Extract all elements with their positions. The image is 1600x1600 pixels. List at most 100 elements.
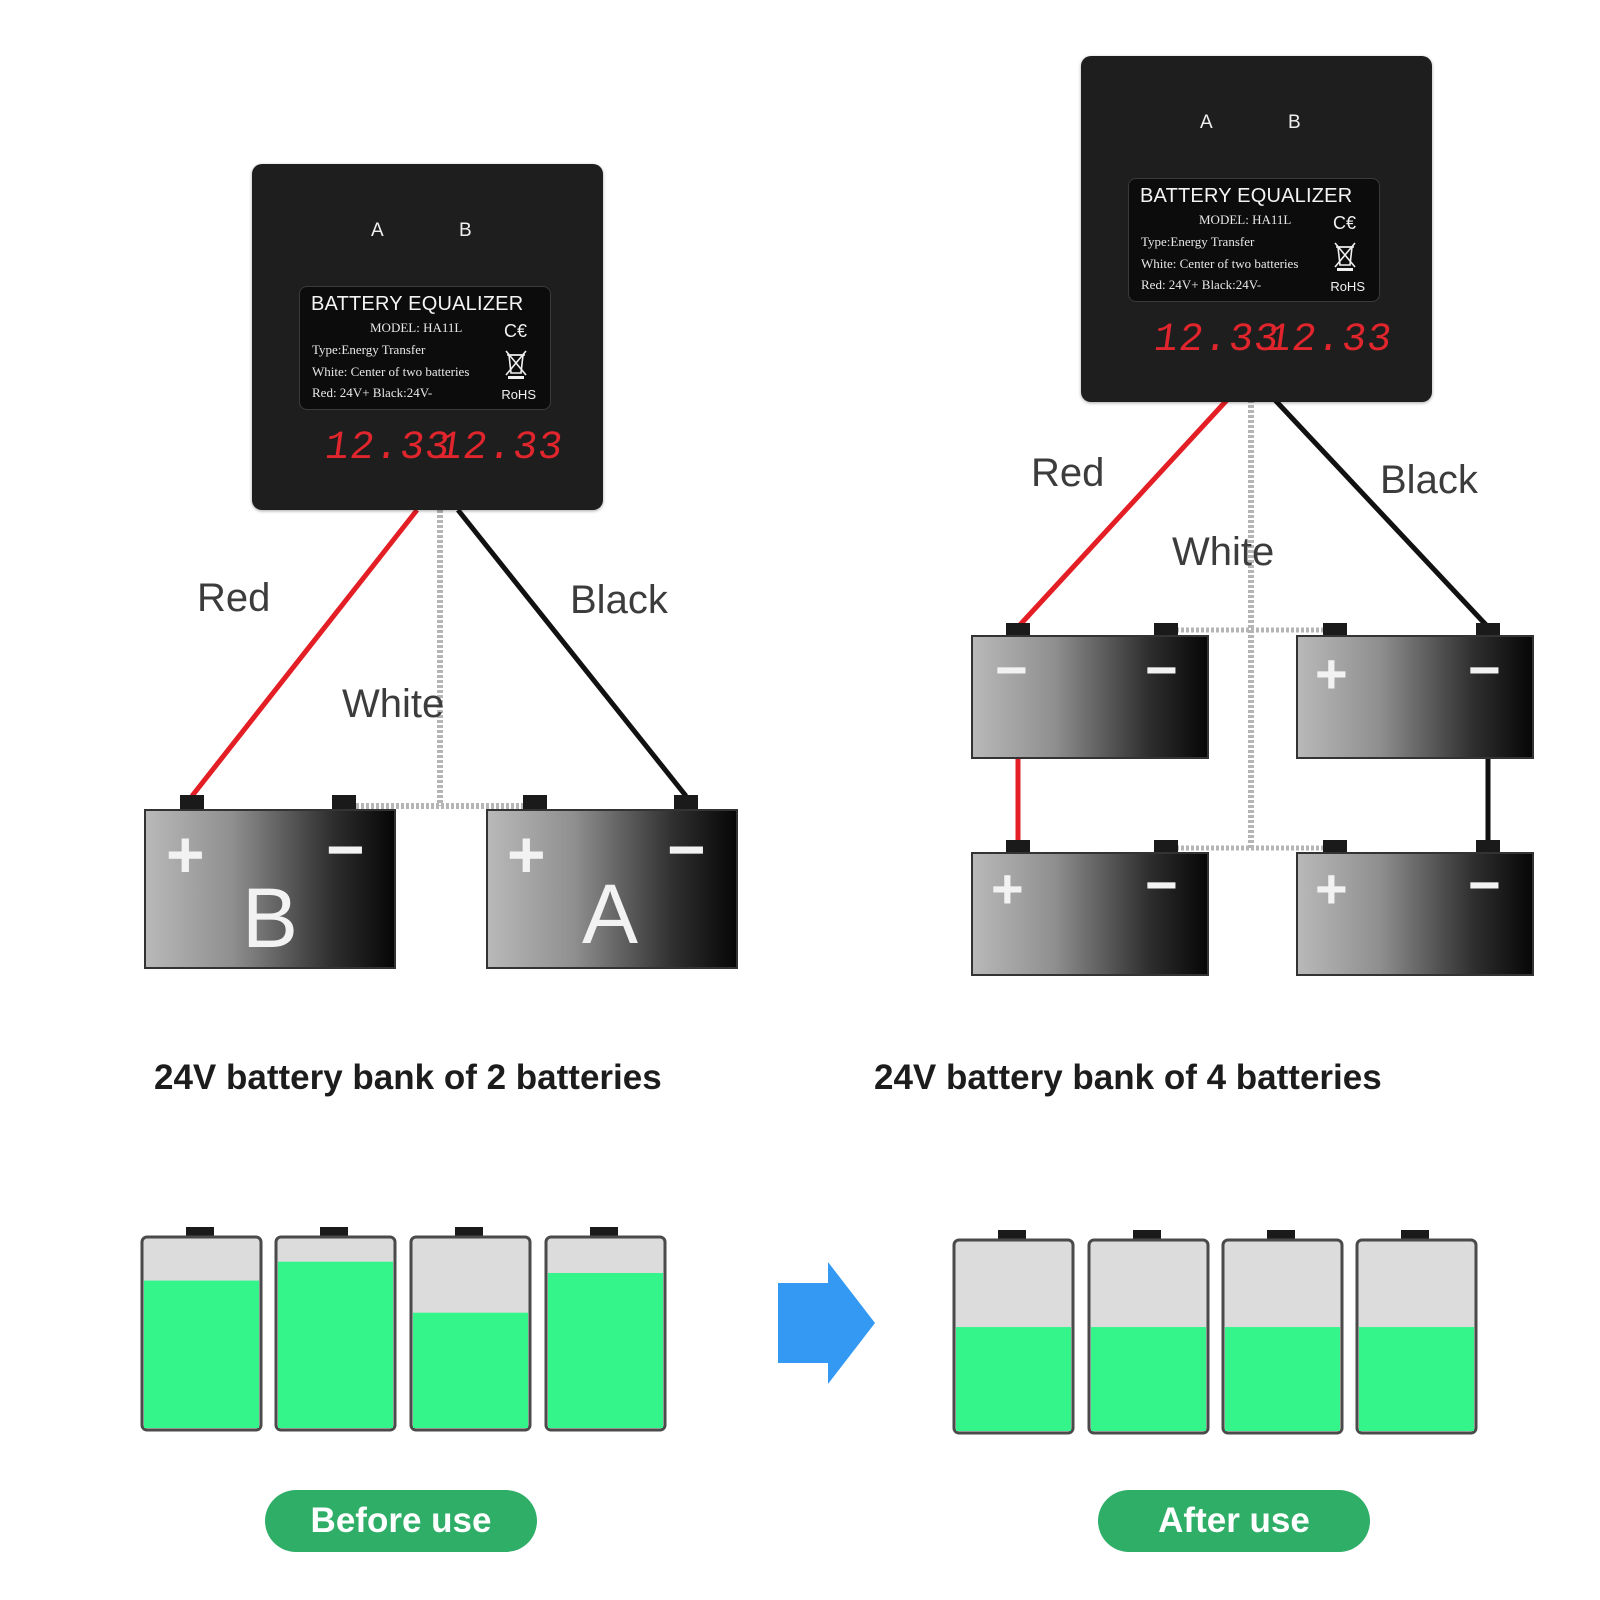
device-model: MODEL: HA11L <box>370 320 463 335</box>
right-bank-caption: 24V battery bank of 4 batteries <box>874 1058 1382 1097</box>
left-black-wire <box>456 508 688 798</box>
device-white-line: White: Center of two batteries <box>312 364 470 379</box>
after-batteries <box>952 1230 1478 1435</box>
tl-minus-right: − <box>1145 638 1178 701</box>
device-red-black-line: Red: 24V+ Black:24V- <box>1141 277 1262 292</box>
charge-fill <box>956 1327 1071 1431</box>
charge-battery <box>140 1227 263 1432</box>
equalizer-device-right: A B BATTERY EQUALIZER MODEL: HA11L Type:… <box>1081 56 1432 402</box>
battery-body <box>1296 852 1534 976</box>
tl-minus-left: − <box>995 638 1028 701</box>
battery-b <box>144 795 396 969</box>
weee-bin-icon <box>1334 242 1356 271</box>
bl-minus: − <box>1145 853 1178 916</box>
device-spec-label: BATTERY EQUALIZER MODEL: HA11L Type:Ener… <box>1128 178 1380 302</box>
battery-body <box>144 809 396 969</box>
voltage-display-a: 12.33 <box>321 426 454 471</box>
battery-cap <box>1133 1230 1161 1241</box>
battery-top-right <box>1296 623 1534 759</box>
channel-a-label: A <box>1200 112 1213 133</box>
after-use-badge: After use <box>1098 1490 1370 1552</box>
battery-terminal <box>1323 623 1347 637</box>
left-a-minus: − <box>667 812 706 886</box>
battery-terminal <box>674 795 698 811</box>
voltage-display-a: 12.33 <box>1150 318 1283 363</box>
battery-terminal <box>1154 623 1178 637</box>
device-red-black-line: Red: 24V+ Black:24V- <box>312 385 433 400</box>
br-minus: − <box>1468 853 1501 916</box>
weee-bin-icon <box>505 350 527 379</box>
charge-battery <box>274 1227 397 1432</box>
charge-battery <box>1355 1230 1478 1435</box>
before-use-badge: Before use <box>265 1490 537 1552</box>
channel-a-label: A <box>371 220 384 241</box>
battery-terminal <box>1323 840 1347 854</box>
charge-battery <box>1221 1230 1344 1435</box>
right-arrow-icon <box>778 1262 875 1384</box>
battery-cap <box>1267 1230 1295 1241</box>
battery-top-left <box>971 623 1209 759</box>
right-black-wire <box>1273 398 1490 629</box>
battery-a <box>486 795 738 969</box>
battery-cap <box>998 1230 1026 1241</box>
tr-minus: − <box>1468 638 1501 701</box>
rohs-mark: RoHS <box>501 387 536 402</box>
device-type-line: Type:Energy Transfer <box>1141 234 1255 249</box>
equalizer-device-left: A B BATTERY EQUALIZER MODEL: HA11L Type:… <box>252 164 603 510</box>
charge-fill <box>413 1312 528 1428</box>
battery-bottom-right <box>1296 840 1534 976</box>
before-batteries <box>140 1227 667 1432</box>
battery-b-letter: B <box>242 871 298 965</box>
rohs-mark: RoHS <box>1330 279 1365 294</box>
charge-fill <box>1225 1327 1340 1431</box>
battery-bottom-left <box>971 840 1209 976</box>
charge-battery <box>544 1227 667 1432</box>
voltage-display-b: 12.33 <box>434 426 567 471</box>
charge-fill <box>144 1280 259 1428</box>
device-white-line: White: Center of two batteries <box>1141 256 1299 271</box>
left-b-minus: − <box>326 812 365 886</box>
ce-mark-icon: C€ <box>1332 213 1356 233</box>
channel-b-label: B <box>459 220 472 241</box>
charge-battery <box>952 1230 1075 1435</box>
left-black-label: Black <box>570 578 668 622</box>
charge-fill <box>1359 1327 1474 1431</box>
left-white-label: White <box>342 682 445 726</box>
battery-terminal <box>1476 840 1500 854</box>
battery-cap <box>455 1227 483 1238</box>
tr-plus: + <box>1315 642 1348 705</box>
charge-fill <box>548 1273 663 1428</box>
charge-fill <box>1091 1327 1206 1431</box>
battery-terminal <box>1476 623 1500 637</box>
right-black-label: Black <box>1380 458 1478 502</box>
device-model: MODEL: HA11L <box>1199 212 1292 227</box>
battery-body <box>1296 635 1534 759</box>
battery-cap <box>1401 1230 1429 1241</box>
battery-body <box>486 809 738 969</box>
charge-fill <box>278 1261 393 1428</box>
left-a-plus: + <box>507 817 546 891</box>
device-spec-label: BATTERY EQUALIZER MODEL: HA11L Type:Ener… <box>299 286 551 410</box>
charge-battery <box>409 1227 532 1432</box>
device-title: BATTERY EQUALIZER <box>1140 185 1353 207</box>
left-b-plus: + <box>166 817 205 891</box>
battery-body <box>971 635 1209 759</box>
battery-terminal <box>332 795 356 811</box>
left-red-label: Red <box>197 576 271 620</box>
channel-b-label: B <box>1288 112 1301 133</box>
battery-terminal <box>180 795 204 811</box>
battery-cap <box>186 1227 214 1238</box>
voltage-display-b: 12.33 <box>1263 318 1396 363</box>
battery-a-letter: A <box>582 867 638 961</box>
battery-terminal <box>1006 840 1030 854</box>
right-red-wire <box>1016 398 1229 629</box>
device-type-line: Type:Energy Transfer <box>312 342 426 357</box>
battery-cap <box>320 1227 348 1238</box>
battery-terminal <box>1154 840 1178 854</box>
battery-body <box>971 852 1209 976</box>
right-white-label: White <box>1172 530 1275 574</box>
left-red-wire <box>190 508 419 798</box>
battery-terminal <box>1006 623 1030 637</box>
battery-terminal <box>523 795 547 811</box>
